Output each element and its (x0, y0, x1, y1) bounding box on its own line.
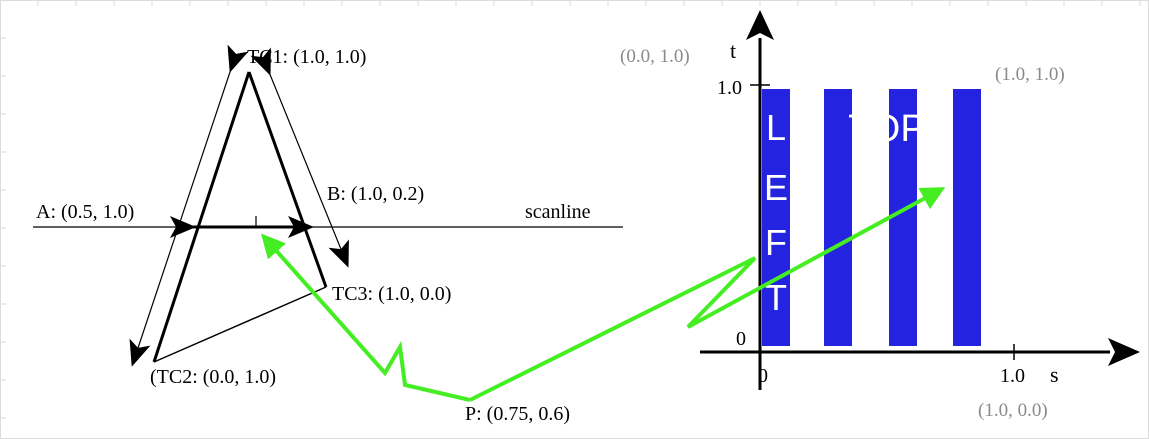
s-axis-arrowhead (1108, 338, 1140, 366)
label-b: B: (1.0, 0.2) (327, 183, 424, 205)
label-tc2: (TC2: (0.0, 1.0) (150, 366, 276, 388)
s-axis-label: s (1050, 362, 1059, 387)
edge-arrows (133, 69, 347, 363)
coord-top-right: (1.0, 1.0) (995, 64, 1065, 85)
triangle-edge-tc1-tc3 (249, 72, 326, 287)
label-a: A: (0.5, 1.0) (36, 201, 134, 223)
stripe-4 (953, 89, 981, 346)
s-tick-1-label: 1.0 (1000, 365, 1025, 387)
coord-top-left: (0.0, 1.0) (620, 46, 690, 67)
t-axis-arrowhead (746, 10, 774, 40)
label-p: P: (0.75, 0.6) (465, 403, 570, 425)
triangle-edge-tc1-tc2 (154, 72, 249, 362)
label-scanline: scanline (525, 201, 591, 223)
t-tick-1-label: 1.0 (717, 77, 742, 99)
label-tc3: TC3: (1.0, 0.0) (332, 283, 451, 305)
t-tick-0-label: 0 (736, 328, 746, 350)
arrow-p-to-scanline (265, 238, 470, 400)
triangle-edge-tc2-tc3 (154, 287, 326, 362)
left-letter-f: F (765, 222, 787, 263)
arrow-left-down (133, 69, 231, 363)
label-tc1: TC1: (1.0, 1.0) (247, 46, 366, 68)
top-label: TOP (848, 108, 925, 150)
left-letter-l: L (766, 107, 786, 148)
left-letter-e: E (764, 167, 788, 208)
s-tick-0-label: 0 (758, 365, 768, 387)
coord-bottom-right: (1.0, 0.0) (978, 400, 1048, 421)
triangle (154, 72, 326, 362)
t-axis-label: t (730, 38, 736, 63)
